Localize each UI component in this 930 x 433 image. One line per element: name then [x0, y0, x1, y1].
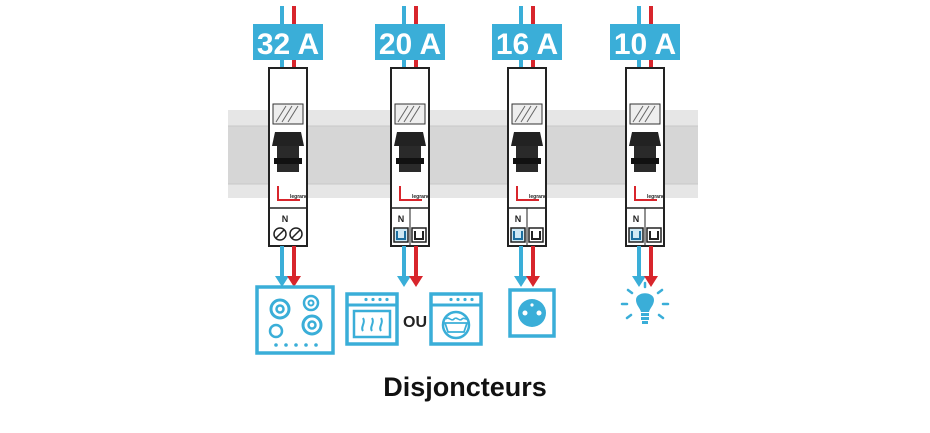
rating-badge [492, 24, 562, 60]
rating-label: 32 A [257, 28, 319, 61]
breaker-10a: 10 A legrand N [610, 6, 680, 287]
rating-badge [375, 24, 445, 60]
svg-text:N: N [633, 214, 640, 224]
lightbulb-icon [620, 281, 670, 324]
breaker-20a: 20 A legrand N [375, 6, 445, 287]
brand-mark: legrand [529, 194, 547, 200]
socket-icon [508, 288, 556, 338]
svg-text:N: N [282, 214, 289, 224]
oven-icon [345, 292, 399, 346]
brand-mark: legrand [412, 194, 430, 200]
brand-mark: legrand [647, 194, 665, 200]
breaker-16a: 16 A legrand N [492, 6, 562, 287]
breaker-32a: 32 A legrand N [253, 6, 323, 287]
rating-label: 20 A [379, 28, 441, 61]
rating-badge [610, 24, 680, 60]
rating-label: 10 A [614, 28, 676, 61]
washing-machine-icon [429, 292, 483, 346]
diagram-caption: Disjoncteurs [383, 372, 547, 402]
hob-icon [255, 285, 335, 355]
brand-mark: legrand [290, 194, 308, 200]
rating-label: 16 A [496, 28, 558, 61]
or-label: OU [403, 314, 427, 331]
svg-text:N: N [515, 214, 522, 224]
rating-badge [253, 24, 323, 60]
svg-text:N: N [398, 214, 405, 224]
